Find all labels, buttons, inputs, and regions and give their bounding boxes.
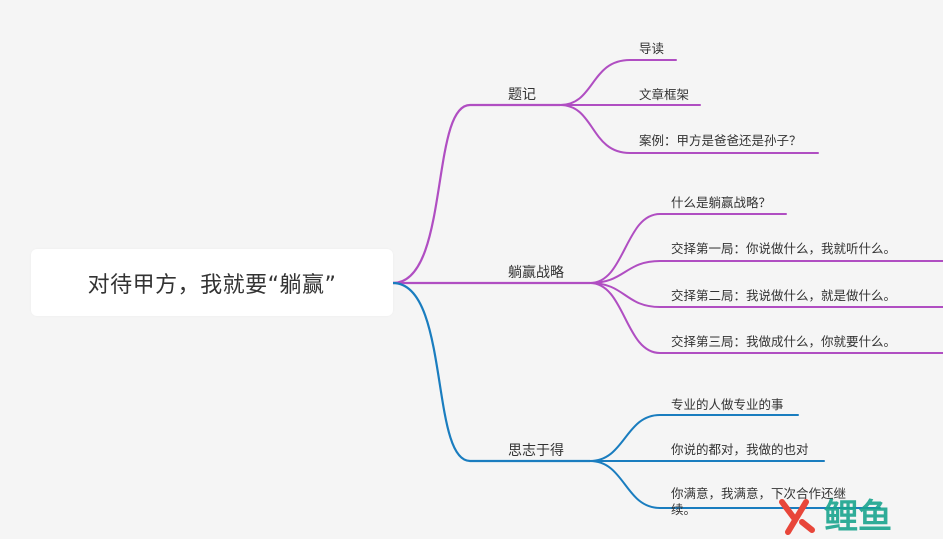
leaf-tiji-2[interactable]: 文章框架 bbox=[639, 87, 690, 102]
branch-label-sizhi[interactable]: 思志于得 bbox=[508, 443, 564, 459]
connector-sizhi-c1 bbox=[589, 414, 799, 462]
leaf-tangying-1[interactable]: 什么是躺赢战略？ bbox=[671, 195, 772, 210]
leaf-sizhi-3[interactable]: 你满意，我满意，下次合作还继续。 bbox=[671, 486, 847, 517]
leaf-tiji-1[interactable]: 导读 bbox=[639, 41, 665, 56]
leaf-tangying-4[interactable]: 交择第三局：我做成什么，你就要什么。 bbox=[671, 334, 897, 349]
connector-tangying-c2 bbox=[589, 260, 943, 284]
connector-tiji-c3 bbox=[559, 104, 819, 154]
connector-root-tijì bbox=[391, 103, 562, 285]
connector-tiji-c1 bbox=[559, 59, 677, 106]
root-node[interactable] bbox=[31, 249, 393, 316]
branch-label-tiji[interactable]: 题记 bbox=[508, 87, 536, 103]
connector-tangying-c3 bbox=[589, 282, 943, 308]
leaf-tiji-3[interactable]: 案例：甲方是爸爸还是孙子？ bbox=[639, 133, 802, 148]
connector-root-sizhi bbox=[391, 281, 592, 463]
connector-tangying-c4 bbox=[589, 282, 943, 354]
leaf-sizhi-1[interactable]: 专业的人做专业的事 bbox=[671, 397, 784, 412]
leaf-tangying-3[interactable]: 交择第二局：我说做什么，就是做什么。 bbox=[671, 288, 897, 303]
leaf-sizhi-2[interactable]: 你说的都对，我做的也对 bbox=[671, 442, 809, 457]
connector-tangying-c1 bbox=[589, 213, 787, 284]
leaf-tangying-2[interactable]: 交择第一局：你说做什么，我就听什么。 bbox=[671, 241, 897, 256]
watermark-text: 鲤鱼 bbox=[824, 497, 892, 536]
root-title: 对待甲方，我就要“躺赢” bbox=[87, 272, 337, 298]
watermark-logo-icon: 鲤鱼 bbox=[779, 497, 892, 536]
connector-sizhi-c3 bbox=[589, 460, 881, 509]
branch-label-tangying[interactable]: 躺赢战略 bbox=[508, 265, 564, 281]
